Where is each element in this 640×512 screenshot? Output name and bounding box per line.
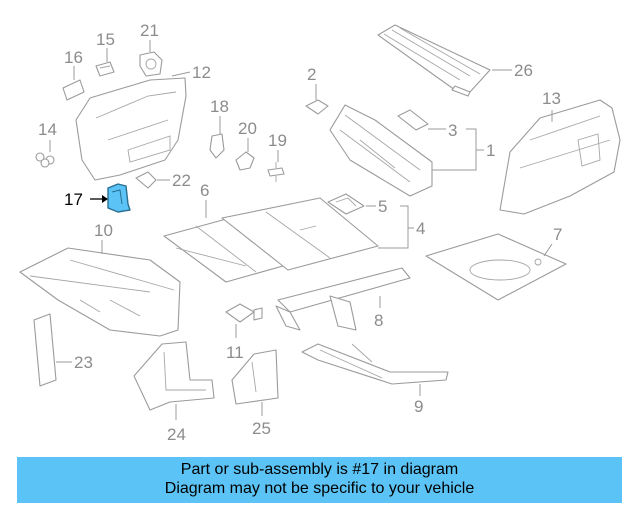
part-11-latch[interactable]: [225, 303, 263, 323]
callout-1: 1: [486, 141, 495, 160]
part-26-cargo-cover[interactable]: [377, 24, 491, 97]
leader-12: [171, 71, 191, 77]
part-15-bracket[interactable]: [95, 61, 115, 77]
part-22-bracket[interactable]: [135, 171, 157, 189]
arrow-17-icon: [102, 195, 108, 203]
part-14-clips[interactable]: [35, 152, 55, 168]
callout-12: 12: [192, 63, 211, 82]
callout-19: 19: [268, 131, 287, 150]
callout-20: 20: [238, 119, 257, 138]
part-21-clip[interactable]: [139, 51, 163, 77]
part-18-clip[interactable]: [209, 133, 225, 159]
callout-24: 24: [167, 425, 186, 444]
info-banner: Part or sub-assembly is #17 in diagram D…: [17, 457, 622, 503]
callout-11: 11: [226, 343, 244, 362]
callout-10: 10: [94, 221, 113, 240]
part-12-quarter-trim-left[interactable]: [75, 77, 187, 181]
callout-23: 23: [74, 353, 93, 372]
callout-22: 22: [172, 171, 191, 190]
part-1-sill-panel[interactable]: [329, 104, 433, 197]
callout-4: 4: [416, 219, 425, 238]
part-2-plug[interactable]: [305, 99, 329, 115]
part-23-trim-strip[interactable]: [33, 313, 57, 387]
parts-diagram: 26 21 15 16 12 14 17 18: [19, 21, 621, 444]
part-13-quarter-trim-right[interactable]: [499, 99, 621, 215]
callout-7: 7: [553, 225, 562, 244]
callout-17: 17: [64, 190, 83, 209]
leader-1: [432, 128, 484, 171]
part-17-highlighted[interactable]: [107, 183, 131, 213]
callout-18: 18: [210, 97, 229, 116]
callout-8: 8: [374, 311, 383, 330]
leader-5-4: [366, 205, 414, 249]
part-19-push-pin[interactable]: [267, 162, 285, 182]
callout-25: 25: [252, 419, 271, 438]
part-24-lower-trim-left[interactable]: [133, 341, 215, 411]
callout-5: 5: [378, 197, 387, 216]
banner-line-2: Diagram may not be specific to your vehi…: [164, 480, 475, 497]
part-3-panel[interactable]: [397, 109, 429, 131]
part-25-lower-trim-right[interactable]: [231, 349, 279, 405]
banner-line-1: Part or sub-assembly is #17 in diagram: [180, 461, 459, 478]
part-7-cargo-mat[interactable]: [425, 233, 567, 301]
callout-9: 9: [414, 397, 423, 416]
part-10-rear-panel[interactable]: [19, 247, 181, 337]
part-9-lower-rail[interactable]: [301, 343, 449, 385]
callout-13: 13: [542, 89, 561, 108]
callout-21: 21: [140, 21, 159, 40]
part-16-block[interactable]: [62, 79, 85, 101]
part-4-load-floor[interactable]: [221, 197, 379, 271]
callout-15: 15: [96, 30, 115, 49]
callout-6: 6: [200, 181, 209, 200]
part-20-grommet[interactable]: [235, 151, 255, 171]
callout-26: 26: [514, 61, 533, 80]
callout-16: 16: [64, 48, 83, 67]
leader-7: [543, 243, 553, 257]
part-5-handle[interactable]: [327, 193, 365, 215]
callout-3: 3: [448, 121, 457, 140]
part-8-cross-member[interactable]: [275, 267, 411, 331]
callout-2: 2: [307, 65, 316, 84]
callout-14: 14: [38, 120, 57, 139]
